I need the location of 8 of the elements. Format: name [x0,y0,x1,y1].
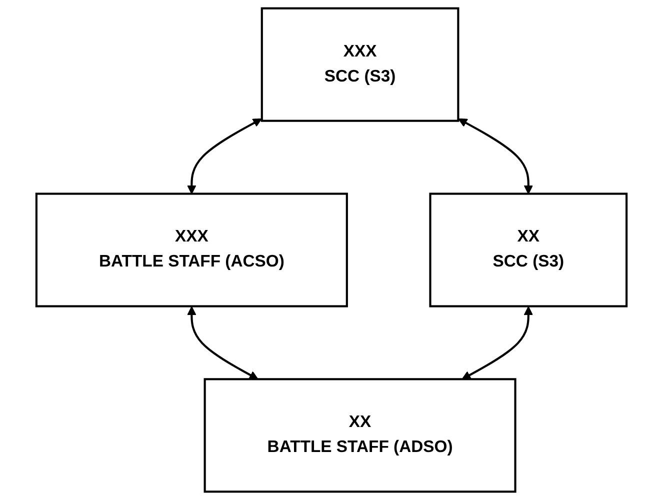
node-box: XXX SCC (S3) [260,7,460,122]
arrow [462,306,533,380]
arrow [187,118,262,194]
arrow [458,118,533,194]
arrow [187,306,258,380]
node-box: XX BATTLE STAFF (ADSO) [204,378,516,493]
node-box: XX SCC (S3) [429,192,628,308]
node-box: XXX BATTLE STAFF (ACSO) [35,192,348,308]
